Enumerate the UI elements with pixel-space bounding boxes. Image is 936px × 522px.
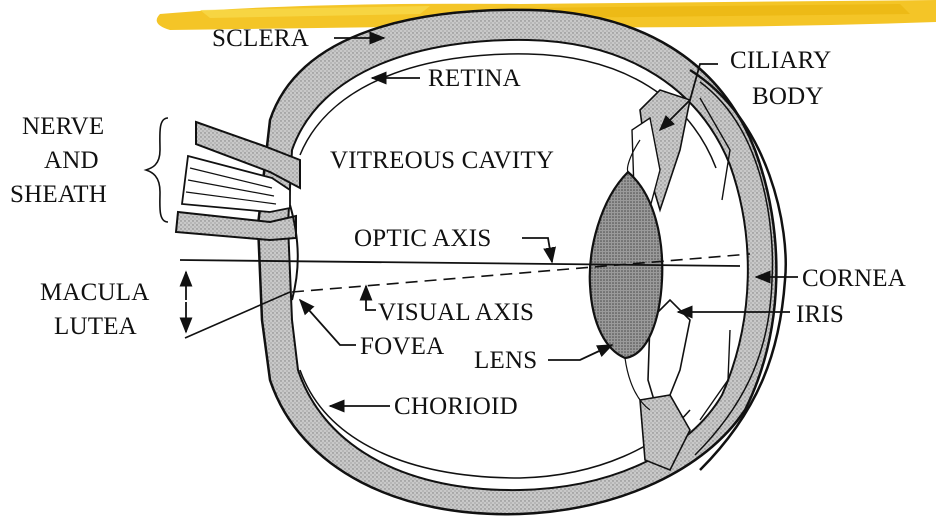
label-iris: IRIS (796, 301, 844, 328)
label-sclera: SCLERA (212, 25, 309, 52)
label-visual-axis: VISUAL AXIS (378, 299, 534, 326)
label-optic-axis: OPTIC AXIS (354, 225, 491, 252)
label-nerve-line3: SHEATH (10, 181, 107, 208)
label-chorioid: CHORIOID (394, 393, 518, 420)
label-retina: RETINA (428, 65, 521, 92)
label-nerve-line1: NERVE (22, 113, 104, 140)
label-lens: LENS (474, 347, 537, 374)
label-macula-line1: MACULA (40, 279, 150, 306)
label-ciliary-body-line2: BODY (752, 83, 824, 110)
label-vitreous-cavity: VITREOUS CAVITY (330, 147, 554, 174)
label-fovea: FOVEA (360, 333, 444, 360)
label-nerve-line2: AND (44, 147, 99, 174)
label-macula-line2: LUTEA (54, 313, 137, 340)
nerve-brace (146, 118, 168, 222)
label-cornea: CORNEA (802, 265, 906, 292)
label-ciliary-body-line1: CILIARY (730, 47, 831, 74)
